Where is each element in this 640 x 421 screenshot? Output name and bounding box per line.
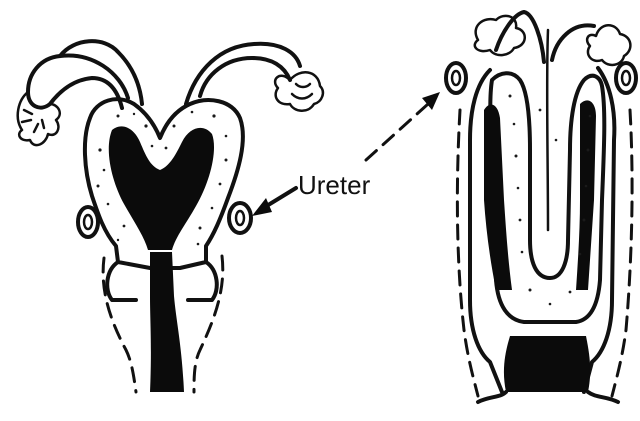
right-figure-ureter-right: [616, 63, 636, 93]
right-fig-left-cavity: [484, 104, 512, 290]
right-fig-right-fimbriae: [587, 25, 630, 65]
ureter-label: Ureter: [298, 170, 371, 200]
solid-arrow-head: [252, 198, 272, 216]
right-fig-dashed-left: [457, 110, 478, 396]
left-figure-ureter-left: [78, 207, 98, 237]
right-fig-vaginal-canal: [504, 336, 590, 392]
left-uterus-figure: [18, 41, 323, 392]
left-uterine-cavity: [109, 126, 214, 250]
right-fig-left-fimbriae: [475, 16, 525, 55]
right-ovary: [275, 72, 323, 110]
right-fig-septum: [547, 30, 548, 230]
right-fig-right-cavity: [576, 100, 596, 290]
left-vaginal-canal: [150, 252, 184, 392]
left-figure-ureter-right: [229, 203, 251, 233]
right-uterus-figure: [446, 12, 636, 402]
right-figure-ureter-left: [446, 63, 466, 93]
dashed-arrow-line: [366, 104, 428, 160]
ureter-callout: Ureter: [252, 92, 440, 216]
left-tube-upper: [60, 41, 142, 104]
left-dashed-outline-right: [194, 256, 223, 392]
